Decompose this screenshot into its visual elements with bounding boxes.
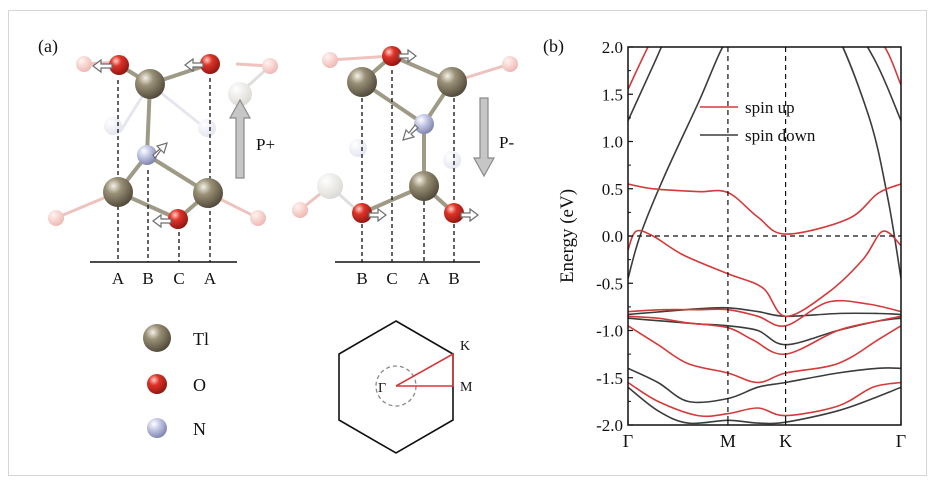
panel-a-label: (a) [38,36,58,57]
right-n-atom [414,114,434,134]
right-structure: P- B C A B [292,46,518,288]
brillouin-zone: Γ K M [338,320,473,454]
n-legend-atom [147,418,167,438]
left-n-atom [137,145,157,165]
y-tick-label: -2.0 [596,416,623,435]
left-site-label: B [142,269,153,288]
right-displacement-arrows [368,48,479,223]
n-legend-label: N [193,419,206,439]
right-o-atom [382,46,402,66]
right-site-label: C [386,269,397,288]
left-site-label: A [204,269,217,288]
high-symmetry-path [395,352,454,387]
y-tick-label: -1.0 [596,322,623,341]
band-legend: spin up spin down [700,98,816,145]
band-spin-up [628,381,901,418]
band-spin-up [628,183,901,235]
tl-legend-label: Tl [193,329,209,349]
left-structure: P+ A B C A [48,54,278,288]
x-tick-label: Γ [623,431,633,451]
hexagon-zone [338,320,454,454]
left-tl-atom [103,177,133,207]
band-spin-down [628,386,901,425]
m-point-label: M [460,380,473,395]
o-legend-label: O [193,375,206,395]
band-spin-down [628,47,901,279]
right-tl-atom [409,171,439,201]
y-tick-label: 0.0 [602,227,623,246]
x-tick-label: M [720,431,736,451]
band-spin-down [628,317,901,346]
left-o-atom [168,209,188,229]
band-spin-up [628,47,901,90]
left-site-label: C [173,269,184,288]
left-projection-lines [117,78,211,262]
y-axis-label: Energy (eV) [557,189,578,283]
band-spin-up [628,299,901,327]
y-tick-label: -0.5 [596,274,623,293]
right-site-label: B [448,269,459,288]
right-polarization-arrow [472,97,496,178]
right-site-label: B [356,269,367,288]
y-tick-label: 2.0 [602,38,623,57]
band-lines [628,47,901,425]
panel-b-label: (b) [543,36,564,57]
right-tl-atom [347,67,377,97]
y-tick-label: 1.5 [602,85,623,104]
legend-label-spin-down: spin down [745,126,816,145]
x-tick-label: Γ [896,431,906,451]
left-tl-atom [193,178,223,208]
band-spin-up [628,229,901,318]
right-o-atom [444,203,464,223]
right-o-atom [352,203,372,223]
left-displacement-arrows [92,57,204,229]
atom-legend: Tl O N [143,324,209,439]
guide-lines [628,47,901,425]
band-spin-down [628,306,901,318]
right-projection-lines [361,70,455,262]
legend-label-spin-up: spin up [745,98,795,117]
y-tick-label: -1.5 [596,369,623,388]
left-site-label: A [112,269,125,288]
k-point-label: K [460,339,470,354]
left-o-atom [109,55,129,75]
left-polarization-label: P+ [256,135,275,154]
y-tick-label: 0.5 [602,180,623,199]
panel-a-structure: (a) [38,36,518,454]
left-o-atom [200,54,220,74]
panel-b-band-structure: (b) Energy (eV) 2.0 1.5 1.0 0.5 0.0 -0.5 -1.0 -… [543,36,906,451]
band-spin-up [628,315,901,355]
band-spin-down [628,367,901,404]
left-tl-atom [135,69,165,99]
right-site-label: A [418,269,431,288]
tl-legend-atom [143,324,171,352]
right-polarization-label: P- [499,133,514,152]
gamma-point-label: Γ [378,381,386,396]
y-tick-label: 1.0 [602,133,623,152]
y-tick-labels: 2.0 1.5 1.0 0.5 0.0 -0.5 -1.0 -1.5 -2.0 [596,38,623,435]
plot-frame [627,46,902,426]
left-polarization-arrow [228,98,252,179]
x-tick-label: K [779,431,792,451]
right-tl-atom [437,67,467,97]
o-legend-atom [147,374,167,394]
band-spin-up [628,325,901,384]
